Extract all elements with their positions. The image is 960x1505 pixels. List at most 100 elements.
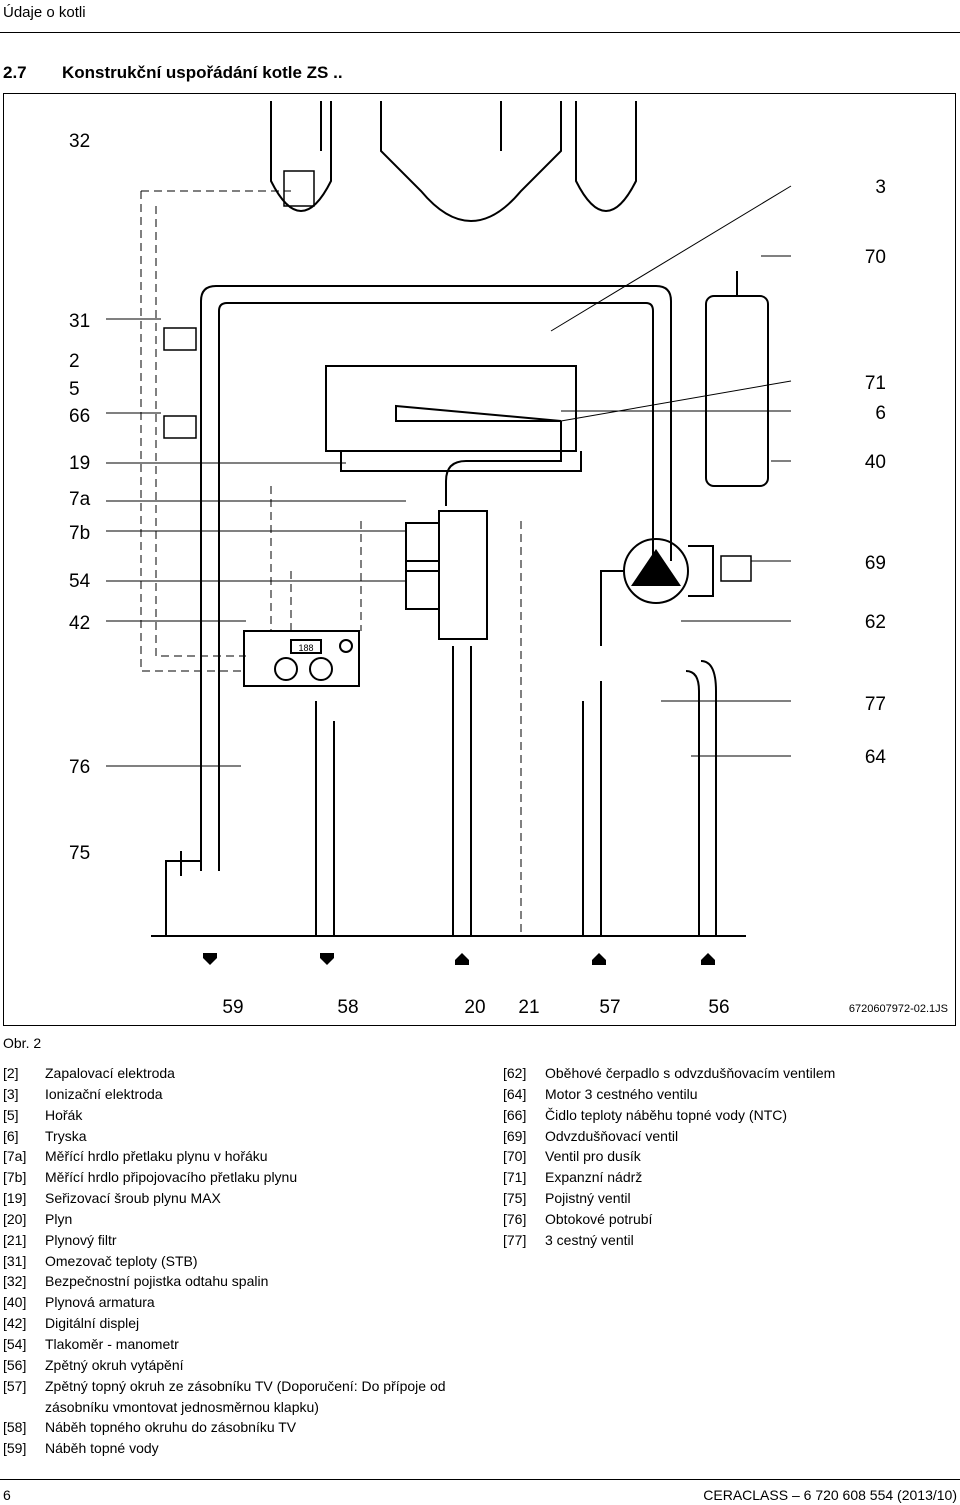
legend-text: Omezovač teploty (STB) <box>45 1252 198 1269</box>
legend-key: [54] <box>3 1335 27 1352</box>
diagram-label: 71 <box>865 373 886 394</box>
legend-text: Měřící hrdlo připojovacího přetlaku plyn… <box>45 1169 298 1186</box>
legend-item: [62] Oběhové čerpadlo s odvzdušňovacím ve… <box>503 1063 835 1084</box>
legend-item: [59]Náběh topné vody <box>3 1438 446 1459</box>
legend-text: Seřizovací šroub plynu MAX <box>45 1190 221 1207</box>
legend-item: [31] Omezovač teploty (STB) <box>3 1251 446 1272</box>
diagram-label: 42 <box>69 613 90 634</box>
legend-right: [62] Oběhové čerpadlo s odvzdušňovacím ve… <box>503 1063 835 1251</box>
diagram-label: 21 <box>518 997 539 1018</box>
legend-key: [64] <box>503 1085 527 1102</box>
legend-text: 3 cestný ventil <box>545 1231 634 1248</box>
section-title: Konstrukční uspořádání kotle ZS .. <box>62 63 343 82</box>
legend-item: [5] Hořák <box>3 1105 446 1126</box>
diagram-label: 64 <box>865 747 887 768</box>
legend-item: [3] Ionizační elektroda <box>3 1084 446 1105</box>
legend-text: Náběh topného okruhu do zásobníku TV <box>45 1419 297 1436</box>
legend-key: [3] <box>3 1085 19 1102</box>
legend-text: Odvzdušňovací ventil <box>545 1127 679 1144</box>
diagram-label: 56 <box>708 997 729 1018</box>
diagram-label: 7a <box>69 489 91 510</box>
diagram-label: 58 <box>337 997 358 1018</box>
page-header: Údaje o kotli <box>3 4 86 21</box>
diagram-label: 31 <box>69 311 90 332</box>
legend-item: [54]Tlakoměr - manometr <box>3 1334 446 1355</box>
legend-item: [76]Obtokové potrubí <box>503 1209 835 1230</box>
legend-key: [2] <box>3 1065 19 1081</box>
diagram-label: 66 <box>69 406 90 427</box>
footer-rule <box>0 1479 960 1480</box>
legend-item: [56] Zpětný okruh vytápění <box>3 1355 446 1376</box>
legend-key: [7b] <box>3 1169 27 1186</box>
legend-key: [20] <box>3 1210 27 1227</box>
legend-text: Pojistný ventil <box>545 1190 631 1207</box>
legend-item: [7b] Měřící hrdlo připojovacího přetlaku … <box>3 1167 446 1188</box>
diagram-label: 62 <box>865 612 886 633</box>
legend-key: [5] <box>3 1106 19 1123</box>
legend-key: [77] <box>503 1231 527 1248</box>
legend-item: [6]Tryska <box>3 1126 446 1147</box>
diagram-label: 70 <box>865 247 886 268</box>
legend-item: [20] Plyn <box>3 1209 446 1230</box>
legend-item: [75]Pojistný ventil <box>503 1188 835 1209</box>
legend-item: [70]Ventil pro dusík <box>503 1146 835 1167</box>
legend-text: Zpětný topný okruh ze zásobníku TV (Dopo… <box>45 1377 446 1394</box>
legend-text: Motor 3 cestného ventilu <box>545 1085 698 1102</box>
legend-key: [71] <box>503 1169 527 1186</box>
legend-item: [71] Expanzní nádrž <box>503 1167 835 1188</box>
legend-item: [21]Plynový filtr <box>3 1230 446 1251</box>
legend-item: [57]Zpětný topný okruh ze zásobníku TV (… <box>3 1376 446 1397</box>
legend-key: [7a] <box>3 1148 27 1165</box>
legend-text: Obtokové potrubí <box>545 1210 653 1227</box>
legend-text: Hořák <box>45 1106 83 1123</box>
diagram-label: 59 <box>222 997 243 1018</box>
legend-left: [2] Zapalovací elektroda [3] Ionizační elek… <box>3 1063 446 1459</box>
legend-item: [69]Odvzdušňovací ventil <box>503 1126 835 1147</box>
legend-item: [42] Digitální displej <box>3 1313 446 1334</box>
legend-key: [66] <box>503 1106 527 1123</box>
diagram-label: 3 <box>875 177 886 198</box>
legend-text: Čidlo teploty náběhu topné vody (NTC) <box>545 1106 788 1123</box>
legend-key: [56] <box>3 1356 27 1373</box>
legend-text: Ionizační elektroda <box>45 1085 163 1102</box>
figure-code: 6720607972-02.1JS <box>849 1003 948 1015</box>
legend-text-continued: zásobníku vmontovat jednosměrnou klapku) <box>45 1398 319 1415</box>
diagram-label: 19 <box>69 453 90 474</box>
diagram-label: 7b <box>69 523 90 544</box>
legend-item: [64] Motor 3 cestného ventilu <box>503 1084 835 1105</box>
diagram-label: 57 <box>599 997 620 1018</box>
legend-item: [32]Bezpečnostní pojistka odtahu spalin <box>3 1271 446 1292</box>
legend-text: Plynová armatura <box>45 1294 155 1311</box>
legend-item: [40] Plynová armatura <box>3 1292 446 1313</box>
diagram-label: 40 <box>865 452 886 473</box>
legend-text: Zpětný okruh vytápění <box>45 1356 184 1373</box>
legend-key: [62] <box>503 1065 527 1081</box>
section-number: 2.7 <box>3 63 27 82</box>
legend-text: Měřící hrdlo přetlaku plynu v hořáku <box>45 1148 268 1165</box>
legend-item: [77] 3 cestný ventil <box>503 1230 835 1251</box>
diagram-label: 2 <box>69 351 80 372</box>
diagram-label: 69 <box>865 553 886 574</box>
legend-text: Ventil pro dusík <box>545 1148 641 1165</box>
legend-text: Náběh topné vody <box>45 1440 159 1457</box>
legend-key: [40] <box>3 1294 27 1311</box>
legend-item: [66] Čidlo teploty náběhu topné vody (NTC… <box>503 1105 835 1126</box>
legend-text: Expanzní nádrž <box>545 1169 643 1186</box>
legend-text: Oběhové čerpadlo s odvzdušňovacím ventil… <box>545 1065 836 1081</box>
legend-text: Zapalovací elektroda <box>45 1065 175 1081</box>
legend-text: Plynový filtr <box>45 1231 117 1248</box>
legend-key: [31] <box>3 1252 27 1269</box>
diagram-label: 6 <box>875 403 886 424</box>
legend-text: Plyn <box>45 1210 73 1227</box>
figure-caption: Obr. 2 <box>3 1035 42 1051</box>
legend-key: [42] <box>3 1315 27 1332</box>
legend-text: Digitální displej <box>45 1315 140 1332</box>
page-number: 6 <box>3 1487 11 1503</box>
legend-item: [58]Náběh topného okruhu do zásobníku TV <box>3 1417 446 1438</box>
diagram-label: 32 <box>69 131 90 152</box>
document-reference: CERACLASS – 6 720 608 554 (2013/10) <box>703 1487 957 1503</box>
legend-item: [2] Zapalovací elektroda <box>3 1063 446 1084</box>
header-rule <box>0 32 960 33</box>
diagram-label: 20 <box>464 997 485 1018</box>
